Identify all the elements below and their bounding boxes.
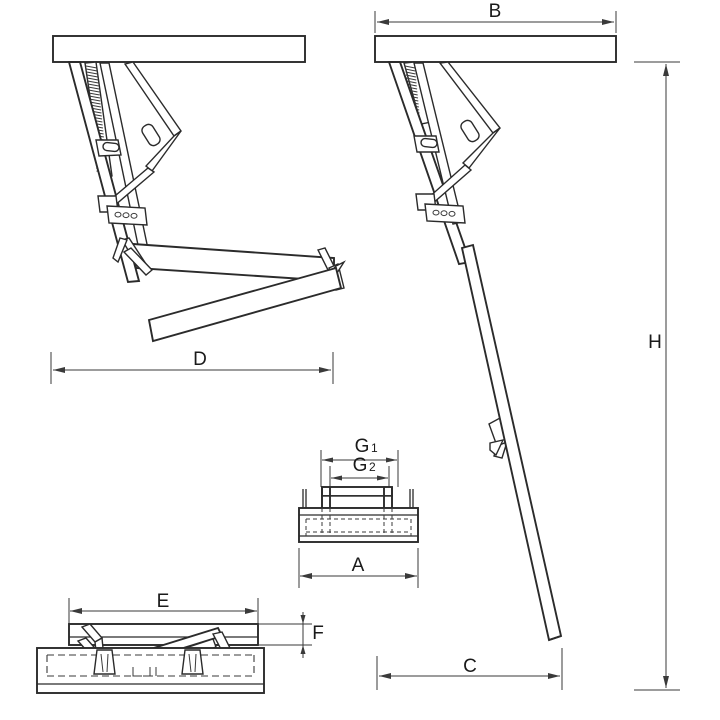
- dimension-H-arrow-top: [663, 64, 669, 76]
- view-right-elevation: B: [374, 1, 680, 691]
- dimension-G2-label: G: [353, 455, 368, 476]
- dimension-A-arrow-right: [405, 573, 417, 579]
- right-arm-pivot-plate: [460, 119, 480, 143]
- section-box-body: [298, 507, 419, 543]
- right-ladder-foot: [548, 635, 562, 641]
- dimension-F-arrow-bottom: [300, 645, 306, 654]
- dimension-D-arrow-right: [319, 367, 331, 373]
- left-ceiling-box: [52, 35, 306, 63]
- dimension-G2-arrow-left: [331, 475, 342, 481]
- dimension-G1-subscript: 1: [371, 441, 378, 455]
- view-plan-detail: E: [36, 591, 324, 694]
- dimension-H-label: H: [648, 332, 662, 353]
- right-bracket-lower: [424, 203, 466, 224]
- dimension-F-arrow-top: [300, 615, 306, 624]
- dimension-C-arrow-left: [379, 673, 391, 679]
- left-hinge-assembly-a: [112, 237, 154, 276]
- dimension-E-arrow-left: [70, 608, 82, 614]
- dimension-G1-arrow-right: [386, 457, 397, 463]
- dimension-H: H: [634, 61, 680, 691]
- dimension-B-label: B: [489, 1, 502, 22]
- dimension-C-label: C: [463, 656, 477, 677]
- section-collar-body: [321, 495, 393, 509]
- dimension-A: A: [298, 548, 419, 588]
- dimension-B: B: [374, 1, 617, 33]
- view-section-detail: G 1 G 2: [298, 436, 419, 588]
- dimension-D-label: D: [193, 349, 207, 370]
- dimension-E-label: E: [157, 591, 170, 612]
- dimension-B-arrow-right: [602, 19, 614, 25]
- dimension-D: D: [50, 349, 334, 384]
- plan-foot-right-rib-a: [188, 653, 192, 673]
- dimension-F: F: [258, 612, 324, 658]
- plan-foot-left-rib-b: [106, 653, 109, 673]
- dimension-G2: G 2: [329, 455, 390, 487]
- dimension-G1: G 1: [320, 436, 399, 487]
- dimension-G2-subscript: 2: [369, 460, 376, 474]
- plan-foot-right: [181, 649, 204, 675]
- left-bracket-upper-pin: [102, 141, 120, 153]
- dimension-F-label: F: [312, 623, 324, 644]
- dimension-G2-arrow-right: [377, 475, 388, 481]
- dimension-A-label: A: [352, 555, 365, 576]
- section-collar-top: [321, 486, 393, 497]
- dimension-C-arrow-right: [548, 673, 560, 679]
- plan-mounting-feet: [93, 649, 204, 675]
- dimension-D-arrow-left: [53, 367, 65, 373]
- left-bracket-bolt-holes: [114, 211, 138, 219]
- dimension-E: E: [68, 591, 259, 628]
- left-bracket-lower: [106, 205, 148, 226]
- left-arm-pivot-plate: [141, 123, 161, 147]
- dimension-B-arrow-left: [377, 19, 389, 25]
- left-folded-section-lower-endcap: [148, 319, 154, 342]
- dimension-C: C: [376, 648, 563, 690]
- plan-foot-left-rib-a: [100, 653, 104, 673]
- plan-foot-left: [93, 649, 116, 675]
- plan-center-bracket-detail: [132, 667, 157, 677]
- dimension-H-arrow-bottom: [663, 676, 669, 688]
- dimension-G1-label: G: [355, 436, 370, 457]
- right-bracket-bolt-holes: [432, 209, 456, 217]
- view-left-elevation: D: [50, 35, 346, 384]
- section-hidden-edges: [305, 508, 412, 536]
- dimension-E-arrow-right: [245, 608, 257, 614]
- dimension-A-arrow-left: [300, 573, 312, 579]
- right-ceiling-box: [374, 35, 617, 63]
- right-bracket-upper-pin: [420, 137, 438, 149]
- plan-foot-right-rib-b: [194, 653, 197, 673]
- dimension-G1-arrow-left: [322, 457, 333, 463]
